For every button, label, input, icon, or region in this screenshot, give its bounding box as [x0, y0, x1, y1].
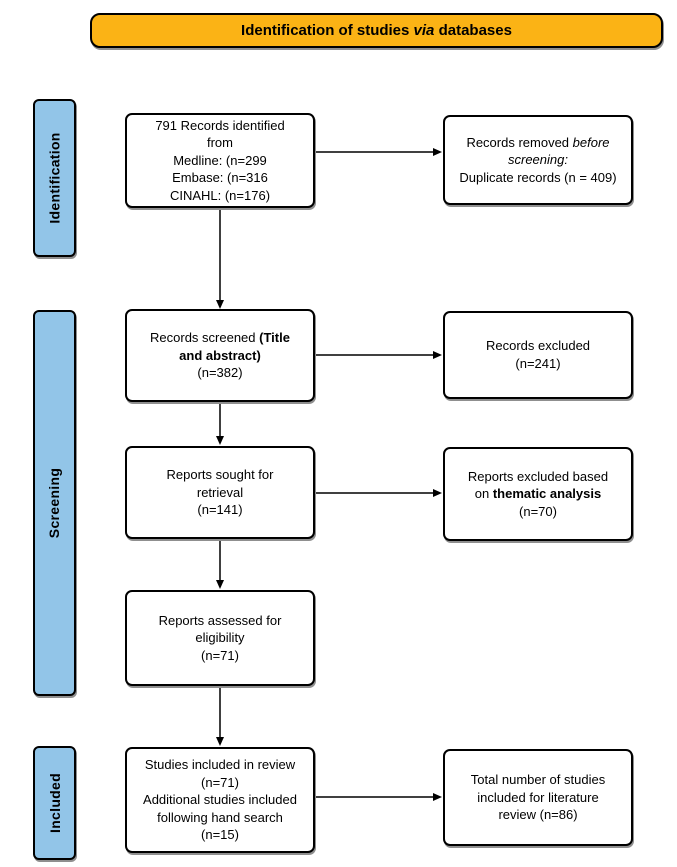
box-studies-included-text: Studies included in review(n=71)Addition…: [143, 757, 297, 843]
stage-identification: Identification: [33, 99, 76, 257]
stage-included: Included: [33, 746, 76, 860]
stage-screening: Screening: [33, 310, 76, 696]
diagram-title: Identification of studies via databases: [241, 22, 512, 39]
box-records-excluded-text: Records excluded(n=241): [485, 338, 591, 371]
stage-label-identification: Identification: [46, 132, 63, 224]
stage-label-screening: Screening: [46, 467, 63, 539]
title-banner: Identification of studies via databases: [90, 13, 663, 48]
box-records-excluded: Records excluded(n=241): [443, 311, 633, 399]
stage-label-included: Included: [46, 773, 63, 833]
box-studies-included: Studies included in review(n=71)Addition…: [125, 747, 315, 853]
